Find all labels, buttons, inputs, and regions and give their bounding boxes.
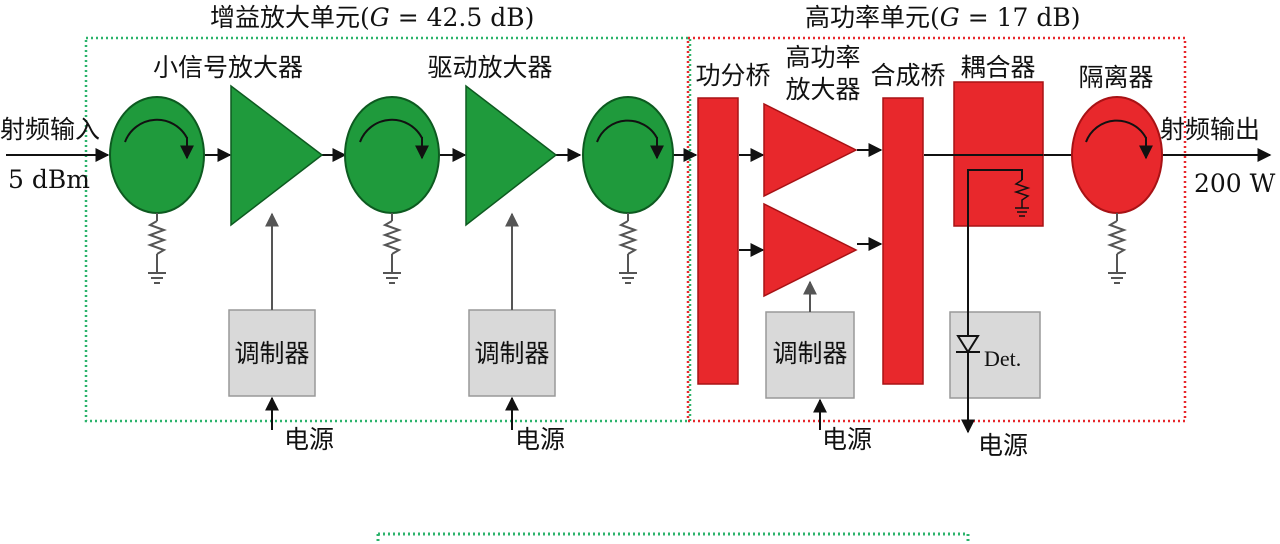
hpa-upper: [763, 102, 858, 198]
detector-box: [949, 311, 1041, 399]
gain-unit-title: 增益放大单元(G = 42.5 dB): [210, 3, 535, 32]
modulator-box-2: [468, 309, 556, 397]
modulator-box-3: [765, 311, 855, 399]
input-circulator: [109, 96, 205, 214]
interstage-circulator-2: [582, 96, 674, 214]
driver-amp-label: 驱动放大器: [427, 53, 553, 82]
modulator-label-1: 调制器: [234, 339, 310, 368]
power-divider-bar: [697, 97, 739, 385]
gain-unit-border: [84, 36, 692, 423]
interstage-circulator-1: [344, 96, 440, 214]
small-signal-amp-label: 小信号放大器: [152, 53, 304, 82]
power-supply-label-2: 电源: [515, 425, 566, 454]
isolator-label: 隔离器: [1078, 63, 1154, 92]
coupler-label: 耦合器: [960, 53, 1036, 82]
power-supply-label-3: 电源: [822, 425, 873, 454]
diode-icon: [956, 335, 980, 354]
modulator-label-2: 调制器: [474, 339, 550, 368]
rf-input-label: 射频输入: [0, 115, 101, 144]
power-supply-label-1: 电源: [284, 425, 335, 454]
power-divider-label: 功分桥: [695, 61, 771, 90]
hpa-label-line1: 高功率: [785, 43, 861, 72]
power-supply-label-4: 电源: [978, 431, 1029, 460]
hpa-label-line2: 放大器: [785, 75, 861, 104]
input-power-label: 5 dBm: [8, 165, 90, 194]
combiner-bar: [882, 97, 924, 385]
power-unit-border: [686, 36, 1187, 423]
small-signal-amplifier: [230, 84, 324, 227]
combiner-label: 合成桥: [870, 61, 946, 90]
detector-label: Det.: [984, 346, 1022, 371]
power-unit-title: 高功率单元(G = 17 dB): [805, 3, 1081, 32]
rf-output-label: 射频输出: [1160, 115, 1261, 144]
output-isolator: [1071, 96, 1163, 214]
modulator-box-1: [228, 309, 316, 397]
driver-amplifier: [465, 84, 558, 227]
hpa-lower: [763, 202, 858, 298]
modulator-label-3: 调制器: [772, 339, 848, 368]
output-power-label: 200 W: [1194, 169, 1276, 198]
